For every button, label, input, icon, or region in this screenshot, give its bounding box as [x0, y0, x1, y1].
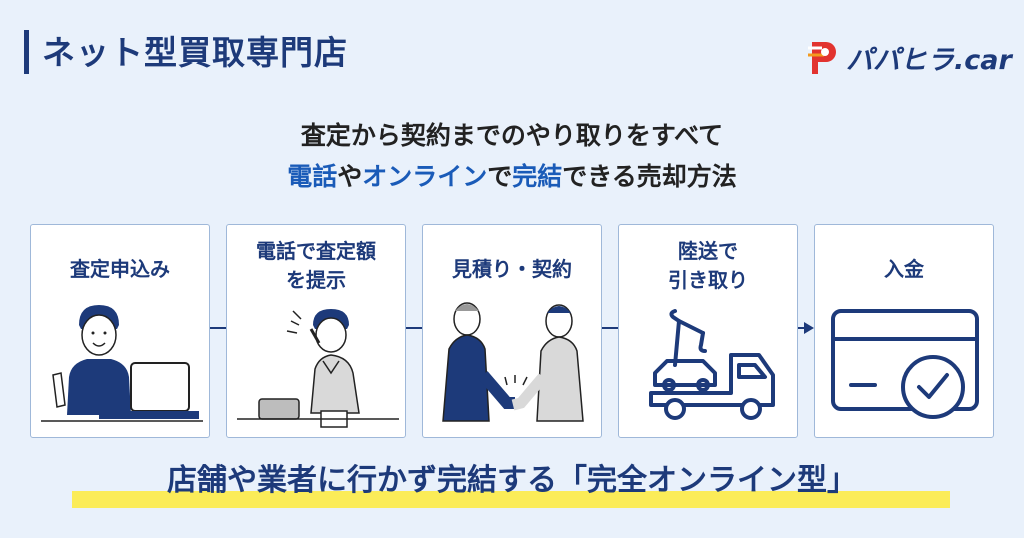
step-connector [602, 327, 618, 329]
logo-mark-icon [808, 42, 836, 74]
page-title: ネット型買取専門店 [42, 33, 348, 72]
tagline-highlight [72, 491, 950, 508]
step-card-payment: 入金 [814, 224, 994, 438]
arrow-right-icon [804, 322, 814, 334]
step-card-application: 査定申込み [30, 224, 210, 438]
subtitle-text: や [337, 162, 363, 191]
subtitle-highlight-phone: 電話 [287, 162, 338, 191]
subtitle-text: で [487, 162, 513, 191]
tagline: 店舗や業者に行かず完結する「完全オンライン型」 [167, 463, 857, 498]
step-card-estimate-contract: 見積り・契約 [422, 224, 602, 438]
step-label: 入金 [884, 257, 924, 281]
logo-text: パパヒラ.car [846, 45, 1012, 76]
person-on-phone-icon [237, 309, 399, 428]
step-label: 陸送で 引き取り [668, 239, 748, 292]
subtitle-text: できる売却方法 [562, 162, 737, 191]
subtitle-highlight-complete: 完結 [512, 162, 563, 191]
step-card-transport-pickup: 陸送で 引き取り [618, 224, 798, 438]
subtitle-line-2: 電話やオンラインで完結できる売却方法 [0, 157, 1024, 193]
logo: パパヒラ.car [806, 38, 1012, 78]
subtitle-highlight-online: オンライン [362, 162, 488, 191]
step-connector [210, 327, 226, 329]
step-connector [406, 327, 422, 329]
step-label: 査定申込み [70, 257, 170, 281]
person-at-laptop-icon [41, 305, 203, 422]
title-accent-bar [24, 30, 29, 74]
subtitle-line-1: 査定から契約までのやり取りをすべて [300, 121, 724, 150]
step-connector [798, 327, 808, 329]
card-check-icon [831, 309, 979, 419]
step-label: 電話で査定額 を提示 [256, 239, 376, 292]
step-label: 見積り・契約 [452, 257, 572, 281]
tow-truck-icon [649, 309, 775, 420]
handshake-icon [442, 302, 584, 422]
step-card-phone-quote: 電話で査定額 を提示 [226, 224, 406, 438]
